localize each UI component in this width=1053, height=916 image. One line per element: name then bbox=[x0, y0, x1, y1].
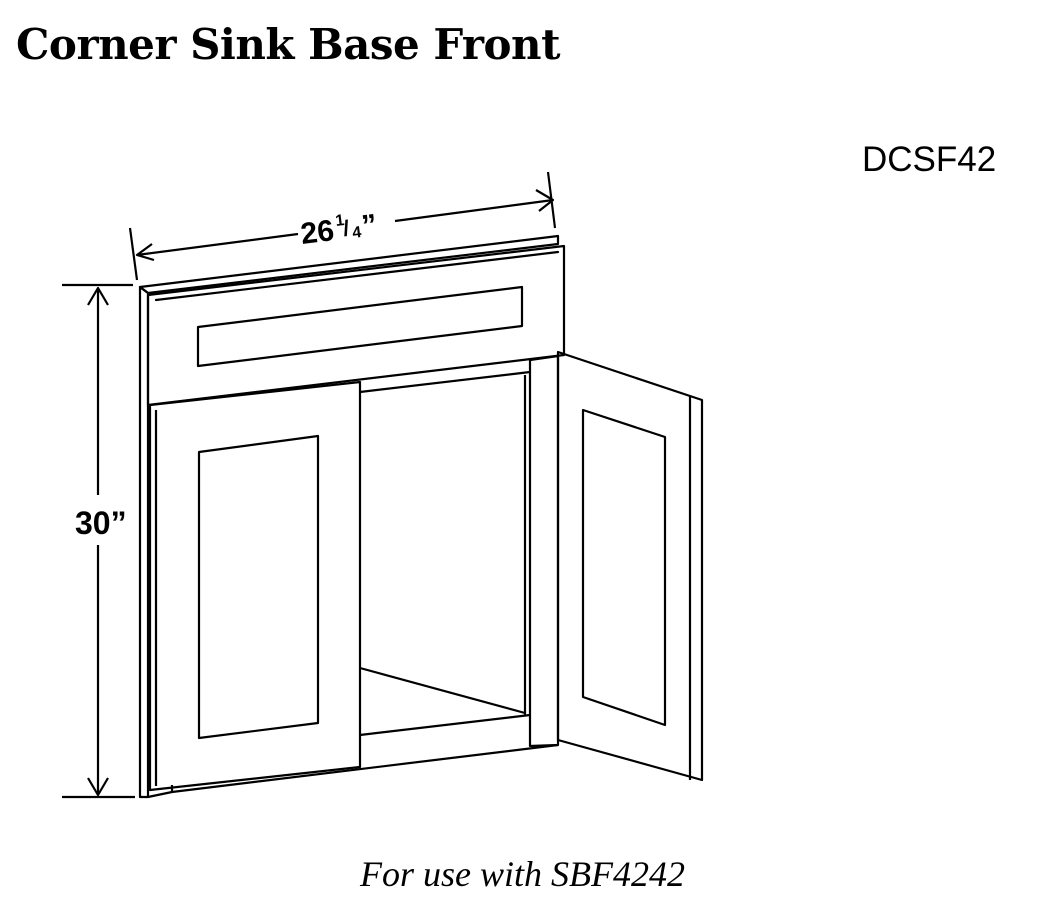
cabinet bbox=[138, 234, 704, 799]
svg-text:/: / bbox=[342, 215, 351, 241]
height-label: 30” bbox=[75, 505, 127, 541]
left-door bbox=[148, 380, 362, 792]
width-frac-den: 4 bbox=[351, 224, 362, 242]
page-title: Corner Sink Base Front bbox=[16, 20, 560, 69]
left-door-panel bbox=[197, 434, 320, 740]
right-door-open bbox=[556, 350, 704, 782]
width-whole: 26 bbox=[299, 214, 336, 251]
height-dimension: 30” bbox=[62, 283, 135, 799]
center-stile bbox=[528, 354, 560, 748]
width-unit: ” bbox=[360, 208, 379, 243]
width-dimension: 26 1 / 4 ” bbox=[128, 171, 557, 281]
drawer-panel bbox=[196, 285, 524, 368]
right-door-panel bbox=[581, 408, 667, 727]
usage-note: For use with SBF4242 bbox=[360, 854, 685, 894]
width-frac-num: 1 bbox=[334, 212, 345, 230]
model-code: DCSF42 bbox=[862, 140, 997, 179]
